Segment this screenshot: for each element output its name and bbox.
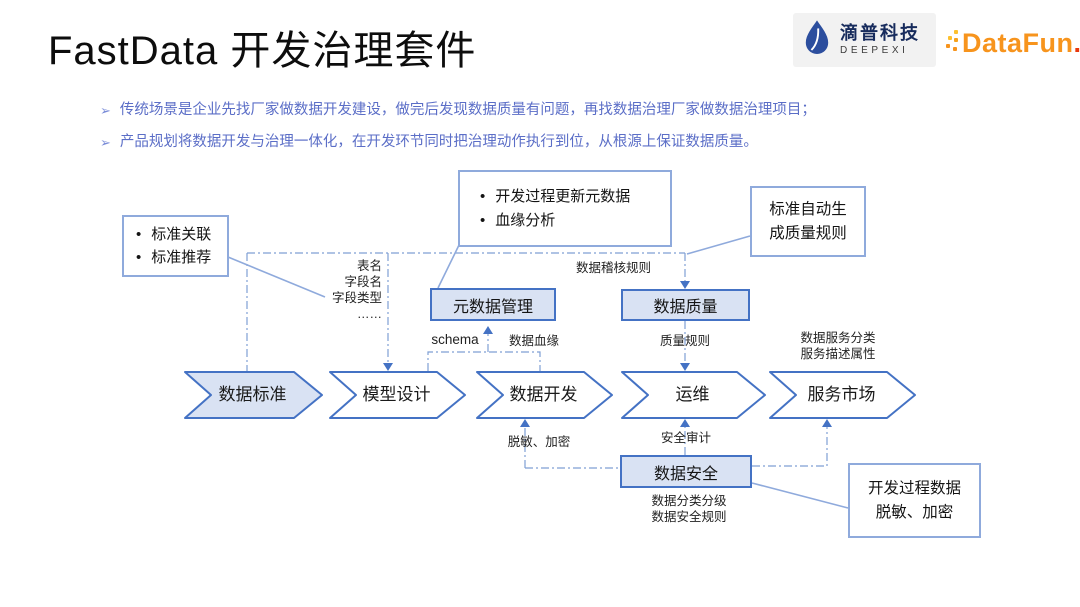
standards-callout-item-1: 标准关联	[151, 225, 212, 243]
standards-callout-leader	[227, 256, 326, 298]
security-outputs-line-1: 数据分类分级	[651, 494, 727, 508]
quality-rules-callout: 标准自动生 成质量规则	[750, 186, 866, 257]
standards-callout-item: • 标准推荐	[136, 248, 227, 268]
bullet-glyph: •	[136, 248, 142, 266]
intro-bullet-2: ➢ 产品规划将数据开发与治理一体化，在开发环节同时把治理动作执行到位，从根源上保…	[100, 133, 758, 152]
masking-callout-leader	[751, 482, 849, 509]
datafun-logo: DataFun .	[946, 26, 1080, 60]
standards-callout-item: • 标准关联	[136, 225, 227, 245]
masking-callout: 开发过程数据 脱敏、加密	[848, 463, 981, 538]
quality-callout-line-2: 成质量规则	[769, 224, 847, 242]
arrow-bullet-icon: ➢	[100, 103, 111, 118]
quality-callout-leader	[686, 235, 751, 255]
model-inputs-line-1: 表名	[356, 259, 382, 273]
model-inputs-line-2: 字段名	[344, 275, 382, 289]
flow-stage-data-dev: 数据开发	[509, 385, 578, 404]
lineage-label: 数据血缘	[508, 334, 559, 348]
model-inputs-label: 表名 字段名 字段类型 ……	[312, 258, 382, 322]
audit-rules-label: 数据稽核规则	[576, 261, 652, 275]
deepexi-droplet-icon	[801, 18, 833, 63]
deepexi-name-en: DEEPEXI	[840, 45, 909, 57]
metadata-callout: • 开发过程更新元数据 • 血缘分析	[458, 170, 672, 247]
data-security-box: 数据安全	[620, 455, 752, 488]
standards-callout: • 标准关联 • 标准推荐	[122, 215, 229, 277]
masking-label: 脱敏、加密	[507, 435, 571, 449]
metadata-callout-item-1: 开发过程更新元数据	[495, 187, 631, 205]
quality-callout-line-1: 标准自动生	[769, 200, 847, 218]
datafun-dots-icon	[946, 28, 960, 59]
deepexi-logo: 滴普科技 DEEPEXI	[793, 13, 936, 67]
model-inputs-line-4: ……	[357, 307, 382, 321]
datafun-period: .	[1074, 28, 1080, 59]
bullet-glyph: •	[136, 225, 142, 243]
flow-stage-service-market: 服务市场	[807, 385, 876, 404]
security-outputs-line-2: 数据安全规则	[651, 510, 727, 524]
standards-callout-item-2: 标准推荐	[151, 248, 212, 266]
masking-callout-line-1: 开发过程数据	[867, 479, 961, 497]
security-audit-label: 安全审计	[660, 431, 711, 445]
model-inputs-line-3: 字段类型	[331, 291, 382, 305]
intro-bullet-1: ➢ 传统场景是企业先找厂家做数据开发建设，做完后发现数据质量有问题，再找数据治理…	[100, 101, 816, 120]
bullet-glyph: •	[480, 211, 486, 229]
security-to-market-line	[752, 427, 828, 467]
security-outputs-label: 数据分类分级 数据安全规则	[640, 493, 738, 525]
service-tags-line-2: 服务描述属性	[800, 347, 876, 361]
intro-bullet-1-text: 传统场景是企业先找厂家做数据开发建设，做完后发现数据质量有问题，再找数据治理厂家…	[119, 102, 816, 118]
schema-label: schema	[431, 332, 479, 347]
metadata-callout-leader	[437, 242, 461, 289]
flow-stage-model-design: 模型设计	[362, 385, 431, 404]
metadata-callout-item-2: 血缘分析	[495, 211, 556, 229]
bullet-glyph: •	[480, 187, 486, 205]
service-tags-label: 数据服务分类 服务描述属性	[790, 330, 886, 362]
deepexi-name-zh: 滴普科技	[840, 22, 920, 43]
masking-callout-line-2: 脱敏、加密	[875, 503, 954, 521]
metadata-callout-item: • 开发过程更新元数据	[480, 187, 670, 207]
quality-rules-label: 质量规则	[659, 334, 710, 348]
data-quality-box: 数据质量	[621, 289, 750, 321]
flow-stage-data-standard: 数据标准	[218, 385, 287, 404]
metadata-management-box: 元数据管理	[430, 288, 556, 321]
page-title: FastData 开发治理套件	[48, 29, 477, 73]
metadata-callout-item: • 血缘分析	[480, 211, 670, 231]
datafun-wordmark: DataFun	[962, 27, 1074, 58]
flow-stage-ops: 运维	[675, 385, 710, 404]
service-tags-line-1: 数据服务分类	[800, 331, 876, 345]
arrow-bullet-icon: ➢	[100, 135, 111, 150]
intro-bullet-2-text: 产品规划将数据开发与治理一体化，在开发环节同时把治理动作执行到位，从根源上保证数…	[119, 134, 758, 150]
